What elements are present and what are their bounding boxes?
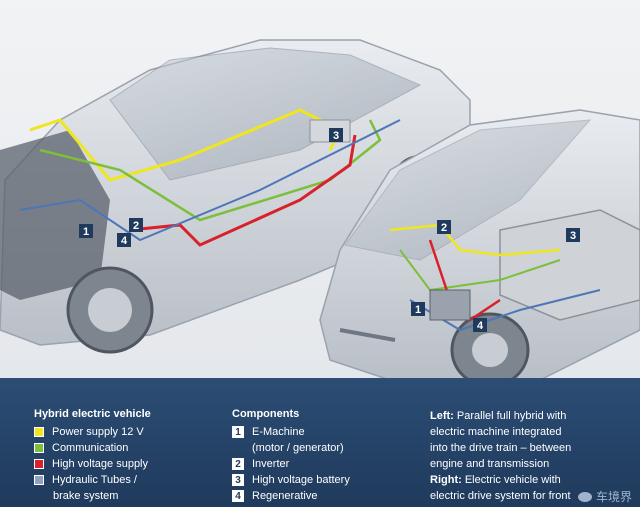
vehicle-illustration: 1 2 3 4 1 2 3 4 [0, 0, 640, 380]
legend-label: Hydraulic Tubes / [52, 474, 137, 486]
legend-label: brake system [53, 490, 119, 502]
legend-item-hydraulic: Hydraulic Tubes / [34, 472, 151, 488]
red-swatch [34, 459, 44, 469]
description-column: Left: Parallel full hybrid with electric… [430, 408, 571, 504]
description-text: electric drive system for front [430, 490, 571, 502]
legend-item-high-voltage: High voltage supply [34, 456, 151, 472]
legend-item-hydraulic-line2: brake system [34, 488, 151, 504]
marker-4-left: 4 [117, 233, 131, 247]
legend-label: High voltage supply [52, 458, 149, 470]
component-4: 4 Regenerative [232, 488, 350, 504]
marker-3-left: 3 [329, 128, 343, 142]
description-line: electric machine integrated [430, 424, 571, 440]
component-number: 2 [232, 458, 244, 470]
marker-3-right: 3 [566, 228, 580, 242]
description-text: engine and transmission [430, 458, 550, 470]
components-column: Components 1 E-Machine (motor / generato… [232, 408, 350, 504]
component-label: High voltage battery [252, 474, 350, 486]
components-title: Components [232, 408, 300, 420]
svg-text:2: 2 [133, 220, 139, 232]
marker-2-right: 2 [437, 220, 451, 234]
description-text: into the drive train – between [430, 442, 572, 454]
left-label: Left: [430, 410, 454, 422]
description-line: Left: Parallel full hybrid with [430, 408, 571, 424]
watermark: 车境界 [577, 488, 632, 505]
component-number: 1 [232, 426, 244, 438]
svg-text:3: 3 [570, 230, 576, 242]
marker-1-left: 1 [79, 224, 93, 238]
green-swatch [34, 443, 44, 453]
description-text: Parallel full hybrid with [453, 410, 567, 422]
legend-item-communication: Communication [34, 440, 151, 456]
legend-item-power-supply: Power supply 12 V [34, 424, 151, 440]
watermark-text: 车境界 [595, 490, 632, 504]
legend-label: Power supply 12 V [52, 426, 144, 438]
component-1-line2: (motor / generator) [232, 440, 350, 456]
svg-text:4: 4 [121, 235, 128, 247]
legend-label: Communication [52, 442, 129, 454]
description-line: Right: Electric vehicle with [430, 472, 571, 488]
svg-text:1: 1 [83, 226, 89, 238]
marker-2-left: 2 [129, 218, 143, 232]
description-line: electric drive system for front [430, 488, 571, 504]
description-text: Electric vehicle with [461, 474, 561, 486]
component-number: 3 [232, 474, 244, 486]
legend-column: Hybrid electric vehicle Power supply 12 … [34, 408, 151, 504]
svg-text:1: 1 [415, 304, 421, 316]
component-number: 4 [232, 490, 244, 502]
legend-panel: Hybrid electric vehicle Power supply 12 … [0, 378, 640, 507]
component-label: E-Machine [252, 426, 305, 438]
marker-4-right: 4 [473, 318, 487, 332]
description-text: electric machine integrated [430, 426, 562, 438]
right-label: Right: [430, 474, 462, 486]
legend-title: Hybrid electric vehicle [34, 408, 151, 420]
svg-text:2: 2 [441, 222, 447, 234]
hybrid-car [0, 39, 471, 354]
yellow-swatch [34, 427, 44, 437]
component-3: 3 High voltage battery [232, 472, 350, 488]
component-1: 1 E-Machine [232, 424, 350, 440]
component-label: Inverter [252, 458, 290, 470]
electric-car [319, 109, 640, 380]
component-label: (motor / generator) [252, 442, 344, 454]
blue-grey-swatch [34, 475, 44, 485]
description-line: into the drive train – between [430, 440, 571, 456]
wechat-icon [577, 491, 592, 502]
component-2: 2 Inverter [232, 456, 350, 472]
component-label: Regenerative [252, 490, 318, 502]
svg-text:4: 4 [477, 320, 484, 332]
marker-1-right: 1 [411, 302, 425, 316]
description-line: engine and transmission [430, 456, 571, 472]
svg-text:3: 3 [333, 130, 339, 142]
